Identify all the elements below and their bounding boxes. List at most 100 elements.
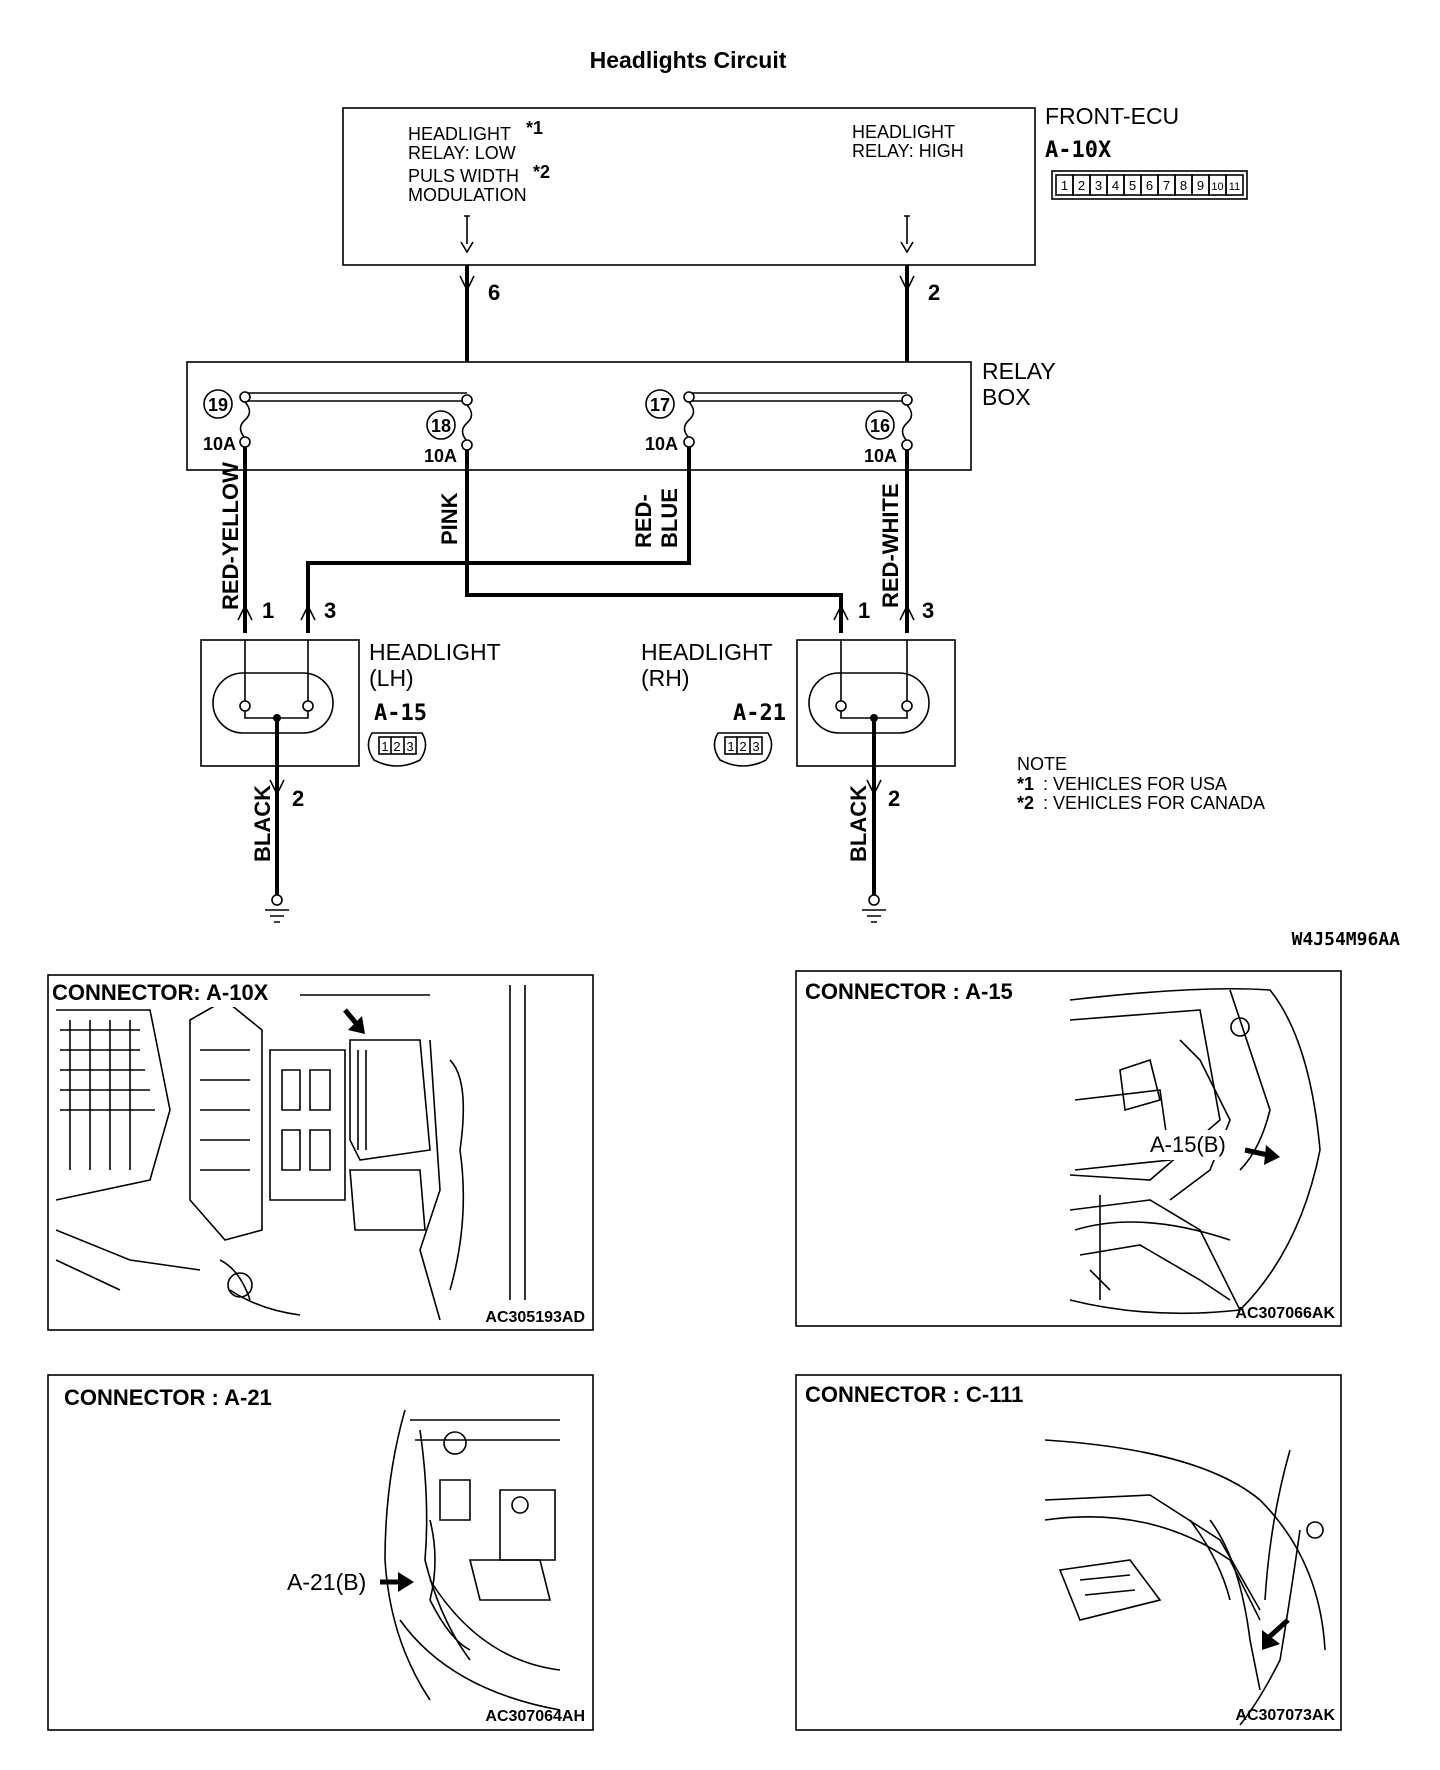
fuse-16-rating: 10A	[864, 446, 897, 466]
panel-c111-code: AC307073AK	[1235, 1707, 1335, 1724]
wire-label-red-yellow: RED-YELLOW	[218, 462, 243, 610]
ecu-pin-low-number: 6	[488, 280, 500, 305]
note-star-1: *1	[1017, 774, 1034, 794]
fuse-17-badge	[645, 389, 675, 419]
wire-label-pink: PINK	[437, 492, 462, 545]
fuse-16-number: 16	[870, 416, 890, 436]
lh-pin-b: 3	[324, 598, 336, 623]
ecu-high-label-2: RELAY: HIGH	[852, 141, 964, 161]
lh-pin-a: 1	[262, 598, 274, 623]
wire-label-black-lh: BLACK	[250, 785, 275, 862]
relay-bus-left	[243, 392, 467, 402]
headlight-rh-label-2: (RH)	[641, 665, 690, 691]
ecu-pin-number: 2	[1078, 178, 1085, 193]
relay-bus-right	[687, 392, 907, 402]
headlight-lh-box	[200, 639, 360, 767]
headlight-rh: HEADLIGHT (RH) A-21 1 2 3	[641, 639, 956, 790]
ecu-output-symbol-high	[900, 215, 914, 254]
ecu-connector-frame	[1051, 170, 1248, 200]
ecu-output-symbol-low	[460, 215, 474, 254]
fuse-18-badge	[426, 410, 456, 440]
ecu-low-label-1: HEADLIGHT	[408, 124, 511, 144]
lh-face-pin-2: 2	[393, 739, 400, 754]
wire-red-blue	[306, 447, 691, 633]
panel-a10x-code: AC305193AD	[485, 1309, 585, 1326]
ecu-low-star-2: *2	[533, 162, 550, 182]
arrow-head-icon	[398, 1572, 414, 1592]
fuse-17-rating: 10A	[645, 434, 678, 454]
lh-pin3-connector	[300, 604, 316, 621]
wire-ecu-pin2-connector	[899, 275, 915, 292]
fuse-19-number: 19	[208, 395, 228, 415]
wire-label-red-blue-2: BLUE	[657, 488, 682, 548]
arrow-head-icon	[1264, 1145, 1280, 1165]
ecu-pin-number: 4	[1112, 178, 1119, 193]
panel-a21-callout: A-21(B)	[287, 1569, 366, 1595]
ground-icon	[862, 894, 886, 923]
panel-a21-frame	[47, 1374, 594, 1731]
fuse-17-number: 17	[650, 395, 670, 415]
headlight-rh-label-1: HEADLIGHT	[641, 639, 773, 665]
panel-a15-code: AC307066AK	[1235, 1305, 1335, 1322]
wire-label-red-white: RED-WHITE	[878, 483, 903, 608]
wire-label-black-rh: BLACK	[846, 785, 871, 862]
fuse-19: 19 10A	[203, 389, 251, 454]
front-ecu-connector-id: A-10X	[1045, 138, 1111, 163]
fuse-18-number: 18	[431, 416, 451, 436]
fuse-16-badge	[865, 410, 895, 440]
headlight-lh-connector-face: 1 2 3	[367, 732, 427, 767]
page-title: Headlights Circuit	[590, 47, 787, 73]
lh-face-pin-3: 3	[406, 739, 413, 754]
headlight-lh-connector-id: A-15	[374, 701, 427, 726]
wire-pink	[465, 450, 843, 633]
panel-a15-title: CONNECTOR : A-15	[805, 979, 1013, 1004]
rh-pin-b: 3	[922, 598, 934, 623]
panel-a21-title: CONNECTOR : A-21	[64, 1385, 272, 1410]
panel-c111-title: CONNECTOR : C-111	[805, 1382, 1023, 1407]
rh-face-pin-1: 1	[727, 739, 734, 754]
rh-face-pin-2: 2	[739, 739, 746, 754]
ground-icon	[265, 894, 289, 923]
fuse-19-badge	[203, 389, 233, 419]
relay-box-label-2: BOX	[982, 384, 1031, 410]
ecu-low-label-4: MODULATION	[408, 185, 527, 205]
note-block: NOTE *1 : VEHICLES FOR USA *2 : VEHICLES…	[1017, 754, 1265, 813]
relay-box: RELAY BOX 19 10A 18 10A 1	[186, 358, 1056, 471]
rh-pin-gnd: 2	[888, 786, 900, 811]
ecu-pin-number: 1	[1061, 178, 1068, 193]
rh-pin-a: 1	[858, 598, 870, 623]
ecu-pin-number: 7	[1163, 178, 1170, 193]
ecu-pin-number: 3	[1095, 178, 1102, 193]
headlight-rh-connector-face: 1 2 3	[713, 732, 773, 767]
front-ecu-name: FRONT-ECU	[1045, 103, 1179, 129]
panel-connector-a21: A-21(B) CONNECTOR : A-21 AC307064AH	[47, 1374, 594, 1731]
ecu-pin-number: 5	[1129, 178, 1136, 193]
engine-bay-illustration	[384, 1409, 561, 1711]
wire-ecu-pin6-connector	[459, 275, 475, 292]
lh-pin1-connector	[237, 604, 253, 621]
wire-label-red-blue-1: RED-	[631, 494, 656, 548]
headlight-lh-bulb	[212, 672, 334, 734]
headlight-rh-bulb	[808, 672, 930, 734]
note-star-2: *2	[1017, 793, 1034, 813]
ecu-pin-cell	[1225, 174, 1244, 196]
arrow-head-icon	[1262, 1630, 1280, 1650]
fuse-17: 17 10A	[645, 389, 695, 454]
panel-a10x-frame	[47, 974, 594, 1331]
arrow-icon	[1266, 1618, 1290, 1640]
ecu-pin-high-number: 2	[928, 280, 940, 305]
rh-pin1-connector	[833, 604, 849, 621]
headlight-lh: HEADLIGHT (LH) A-15 1 2 3	[200, 639, 501, 790]
relay-box-outline	[186, 361, 972, 471]
fuse-18-rating: 10A	[424, 446, 457, 466]
panel-c111-frame	[795, 1374, 1342, 1731]
arrow-head-icon	[348, 1016, 365, 1034]
arrow-icon	[1244, 1147, 1269, 1158]
ecu-low-star-1: *1	[526, 118, 543, 138]
fuse-16: 16 10A	[864, 394, 913, 466]
front-ecu: HEADLIGHT *1 RELAY: LOW PULS WIDTH *2 MO…	[342, 103, 1248, 266]
panel-connector-c111: CONNECTOR : C-111 AC307073AK	[795, 1374, 1342, 1731]
note-line-2: : VEHICLES FOR CANADA	[1043, 793, 1265, 813]
